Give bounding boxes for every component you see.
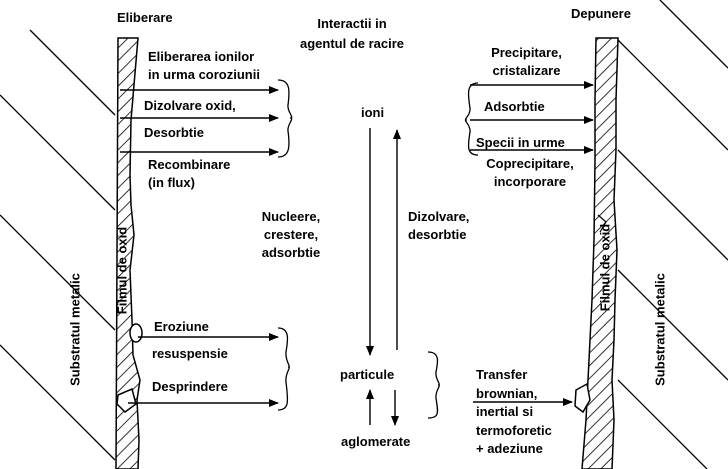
label-desorption: Desorbtie <box>144 125 204 140</box>
label-left-substrate: Substratul metalic <box>67 273 83 386</box>
header-release: Eliberare <box>117 10 173 25</box>
label-right-oxide-film: Filmul de oxid <box>597 223 613 312</box>
left-erosion-particle <box>129 323 143 343</box>
label-ions: ioni <box>361 105 385 120</box>
right-substrate-lines <box>617 0 728 469</box>
right-brace <box>464 82 479 156</box>
right-deposit-particle <box>574 382 591 414</box>
label-particles: particule <box>340 367 395 382</box>
label-release-ions: Eliberarea ionilor in urma coroziunii <box>148 49 260 82</box>
label-resuspension: resuspensie <box>152 346 228 361</box>
label-right-substrate: Substratul metalic <box>652 273 668 386</box>
center-brace <box>427 351 440 419</box>
label-precipitation: Precipitare, cristalizare <box>491 45 562 78</box>
left-oxide-film <box>115 37 141 469</box>
label-dissolution: Dizolvare, desorbtie <box>408 209 470 242</box>
label-recombination: Recombinare (in flux) <box>148 157 231 190</box>
label-dissolve-oxide: Dizolvare oxid, <box>144 98 236 113</box>
left-detach-particle <box>116 387 137 413</box>
label-detachment: Desprindere <box>152 379 228 394</box>
label-adsorption: Adsorbtie <box>484 99 545 114</box>
label-trace-species: Specii in urme <box>476 135 565 150</box>
label-erosion: Eroziune <box>154 319 209 334</box>
left-arrows <box>120 86 279 407</box>
left-brace-top <box>277 79 293 158</box>
header-interactions: Interactii in agentul de racire <box>300 16 405 51</box>
label-nucleation: Nucleere, crestere, adsorbtie <box>261 209 321 260</box>
right-arrows <box>470 81 594 406</box>
label-left-oxide-film: Filmul de oxid <box>114 226 130 315</box>
header-deposition: Depunere <box>571 6 631 21</box>
right-film-notch <box>597 214 607 233</box>
label-agglomerates: aglomerate <box>341 434 411 449</box>
left-brace-bottom <box>277 327 290 411</box>
label-coprecipitation: Coprecipitare, incorporare <box>486 156 574 189</box>
center-arrows <box>366 128 401 426</box>
right-oxide-film <box>581 37 619 469</box>
left-substrate-lines <box>0 29 116 461</box>
label-transfer: Transfer brownian, inertial si termofore… <box>476 367 552 456</box>
